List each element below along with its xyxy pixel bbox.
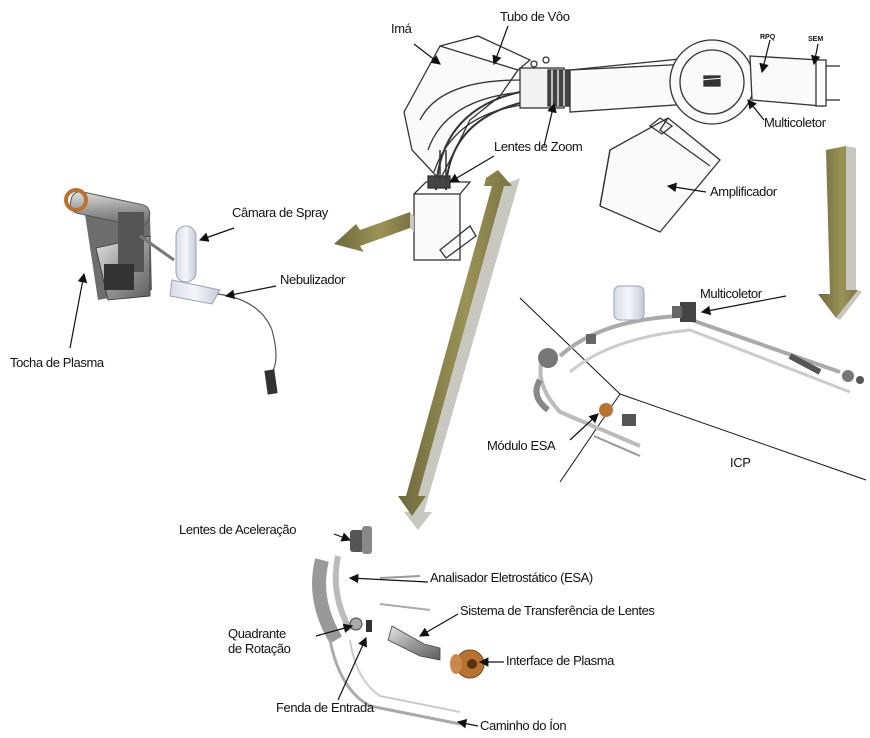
label-amplificador: Amplificador	[710, 185, 777, 200]
label-rpq: RPQ	[760, 34, 775, 42]
label-icp: ICP	[730, 456, 750, 471]
label-tubo-de-voo: Tubo de Vôo	[500, 10, 570, 25]
label-nebulizador: Nebulizador	[280, 273, 345, 288]
label-lentes-de-aceleracao: Lentes de Aceleração	[179, 523, 296, 538]
label-quadrante-line2: de Rotação	[228, 642, 291, 657]
label-analisador-eletrostatico: Analisador Eletrostático (ESA)	[430, 571, 593, 586]
label-modulo-esa: Módulo ESA	[487, 439, 555, 454]
label-interface-de-plasma: Interface de Plasma	[506, 654, 614, 669]
exploded-view-right	[520, 286, 866, 482]
label-camara-de-spray: Câmara de Spray	[232, 206, 328, 221]
label-multicoletor-right: Multicoletor	[700, 287, 762, 302]
label-sem: SEM	[808, 36, 823, 44]
label-ima: Imá	[391, 22, 411, 37]
label-tocha-de-plasma: Tocha de Plasma	[10, 356, 104, 371]
magnet-and-flight-tube-drawing	[404, 36, 840, 260]
arrow-vertical-right	[818, 146, 862, 320]
label-caminho-do-ion: Caminho do Íon	[480, 719, 566, 734]
label-quadrante-de-rotacao: Quadrante de Rotação	[228, 627, 291, 657]
arrow-from-top-to-torch	[334, 212, 414, 252]
label-fenda-de-entrada: Fenda de Entrada	[276, 701, 374, 716]
label-lentes-de-zoom: Lentes de Zoom	[494, 140, 582, 155]
spray-chamber-drawing	[170, 226, 278, 395]
label-quadrante-line1: Quadrante	[228, 627, 291, 642]
bottom-exploded-parts	[319, 526, 484, 724]
label-sistema-transferencia: Sistema de Transferência de Lentes	[460, 604, 655, 619]
label-multicoletor-top: Multicoletor	[764, 116, 826, 131]
